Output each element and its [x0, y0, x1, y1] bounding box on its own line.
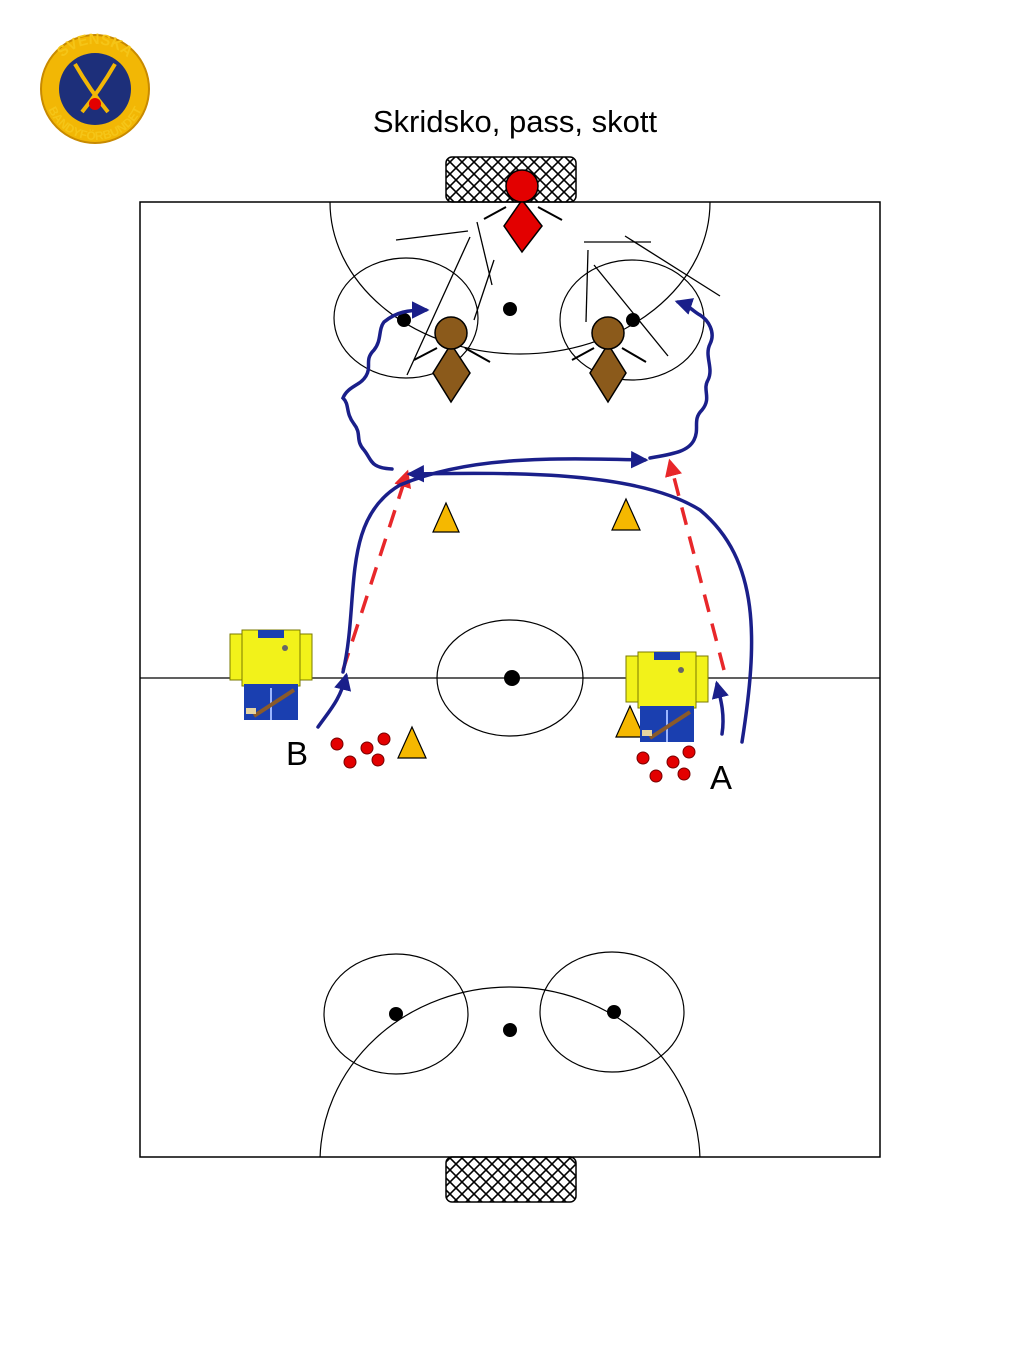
skate-path-a-start	[711, 680, 729, 736]
ball-icon	[677, 767, 691, 781]
penalty-spot-bottom	[503, 1023, 517, 1037]
cone-icon-top-left	[432, 501, 460, 533]
ball-icon	[649, 769, 663, 783]
cone-icon-top-right	[611, 497, 641, 531]
pass-line-left	[341, 469, 411, 671]
penalty-area-bottom	[319, 986, 701, 1157]
federation-logo: SVENSKA BANDYFÖRBUNDET	[40, 31, 150, 144]
skate-path-right-wavy	[648, 298, 714, 460]
skate-path-left-wavy	[340, 301, 430, 471]
ball-icon	[636, 751, 650, 765]
ball-icon	[371, 753, 385, 767]
page-title: Skridsko, pass, skott	[372, 104, 658, 139]
ball-icon	[343, 755, 357, 769]
center-circle	[436, 619, 584, 737]
ball-icon	[377, 732, 391, 746]
ball-icon	[360, 741, 374, 755]
crossed-sticks-icon	[73, 63, 117, 114]
circle-top-left	[333, 257, 479, 379]
shot-lines	[395, 221, 721, 376]
goalkeeper-icon	[483, 169, 563, 254]
pass-line-right	[665, 458, 726, 671]
spot-bottom-right	[607, 1005, 621, 1019]
defender-icon-right	[571, 316, 647, 404]
logo-inner	[59, 53, 131, 125]
circle-bottom-left	[323, 953, 469, 1075]
skate-path-a-long	[406, 464, 754, 744]
logo-ball-icon	[89, 98, 101, 110]
goal-net-icon-bottom	[445, 1156, 577, 1203]
defender-icon-left	[413, 316, 491, 404]
spot-top-left	[397, 313, 411, 327]
cone-icon-left	[397, 725, 427, 759]
penalty-spot-top	[503, 302, 517, 316]
ball-icon	[330, 737, 344, 751]
center-spot	[504, 670, 520, 686]
skate-path-b-long	[341, 450, 649, 674]
penalty-area-top	[329, 202, 711, 355]
spot-bottom-left	[389, 1007, 403, 1021]
circle-bottom-right	[539, 951, 685, 1073]
skate-path-b-start	[316, 672, 352, 729]
cone-icon-right	[615, 704, 645, 738]
label-b: B	[286, 735, 308, 772]
ball-icon	[666, 755, 680, 769]
label-a: A	[710, 759, 732, 796]
ball-icon	[682, 745, 696, 759]
player-jersey-icon-a	[625, 651, 709, 742]
rink-boundary	[139, 201, 881, 1158]
player-jersey-icon-b	[229, 629, 313, 720]
